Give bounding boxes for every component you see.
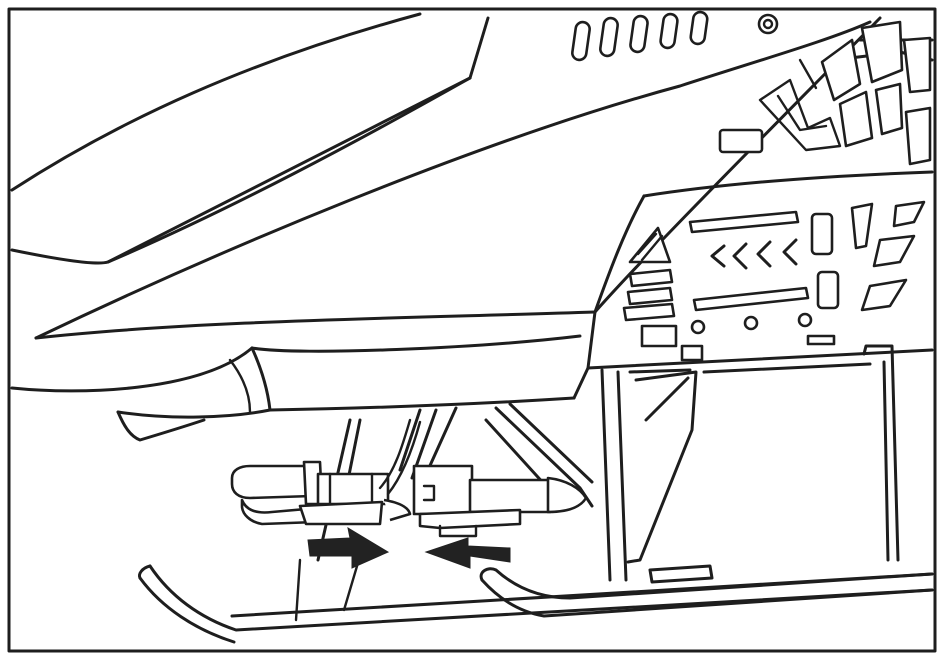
image-frame <box>7 7 937 653</box>
upper-cutouts <box>718 20 932 166</box>
arrow-right <box>307 526 390 569</box>
landing-skids <box>138 554 934 644</box>
connector-plug-left <box>316 472 390 506</box>
lower-body <box>10 334 590 442</box>
top-vents <box>571 10 779 62</box>
arrow-left <box>424 537 511 569</box>
wire-harness <box>230 418 588 538</box>
connector-socket-right <box>412 464 474 516</box>
canopy <box>10 12 882 340</box>
panel-cutouts <box>622 200 926 362</box>
